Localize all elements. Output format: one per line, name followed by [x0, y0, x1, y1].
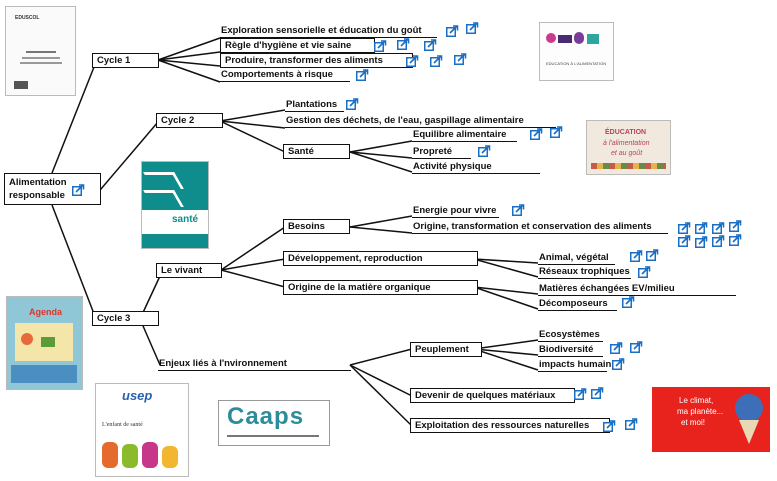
cycle3-enjeux-node: Enjeux liés à l'nvironnement: [158, 358, 351, 371]
external-link-icon[interactable]: [729, 234, 742, 246]
eduscol-label: EDUSCOL: [15, 15, 40, 21]
root-node: Alimentation responsable: [4, 173, 101, 205]
education-gout-line3: et au goût: [611, 150, 643, 157]
external-link-icon[interactable]: [622, 296, 635, 308]
external-link-icon[interactable]: [466, 22, 479, 34]
external-link-icon[interactable]: [638, 266, 651, 278]
sante-item-proprete: Propreté: [412, 146, 471, 159]
external-link-icon[interactable]: [530, 128, 543, 140]
origine-item-decomposeurs: Décomposeurs: [538, 298, 617, 311]
external-link-icon[interactable]: [729, 220, 742, 232]
root-label: Alimentation responsable: [9, 177, 67, 201]
education-gout-line1: ÉDUCATION: [605, 129, 647, 136]
external-link-icon[interactable]: [678, 222, 691, 234]
external-link-icon[interactable]: [646, 249, 659, 261]
eduscol-document-thumbnail[interactable]: EDUSCOL: [5, 6, 76, 96]
education-gout-thumbnail[interactable]: ÉDUCATION à l'alimentation et au goût: [586, 120, 671, 175]
external-link-icon[interactable]: [695, 222, 708, 234]
external-link-icon[interactable]: [430, 55, 443, 67]
peuplement-item-ecosystemes: Ecosystèmes: [538, 329, 603, 342]
external-link-icon[interactable]: [574, 388, 587, 400]
external-link-icon[interactable]: [424, 39, 437, 51]
sante-item-equilibre: Equilibre alimentaire: [412, 129, 517, 142]
cycle1-label: Cycle 1: [97, 55, 131, 66]
alimentation-doc-label: EDUCATION À L'ALIMENTATION: [546, 61, 607, 66]
cycle2-item-dechets: Gestion des déchets, de l'eau, gaspillag…: [285, 115, 556, 128]
external-link-icon[interactable]: [603, 420, 616, 432]
developpement-item-reseaux: Réseaux trophiques: [538, 266, 631, 279]
external-link-icon[interactable]: [346, 98, 359, 110]
caaps-label: Caaps: [227, 403, 305, 430]
external-link-icon[interactable]: [512, 204, 525, 216]
cycle3-node: Cycle 3: [92, 311, 159, 326]
besoins-item-energie: Energie pour vivre: [412, 205, 499, 218]
education-gout-line2: à l'alimentation: [603, 140, 650, 147]
cycle1-item-produire: Produire, transformer des aliments: [220, 53, 413, 68]
external-link-icon[interactable]: [630, 250, 643, 262]
cycle2-label: Cycle 2: [161, 115, 195, 126]
external-link-icon[interactable]: [712, 222, 725, 234]
sante-doc-label: santé: [172, 214, 199, 225]
external-link-icon[interactable]: [406, 55, 419, 67]
caaps-logo-thumbnail[interactable]: Caaps: [218, 400, 330, 446]
vivant-origine-node: Origine de la matière organique: [283, 280, 478, 295]
external-link-icon[interactable]: [72, 184, 85, 196]
cycle1-node: Cycle 1: [92, 53, 159, 68]
vivant-developpement-node: Développement, reproduction: [283, 251, 478, 266]
external-link-icon[interactable]: [397, 38, 410, 50]
cycle3-vivant-node: Le vivant: [156, 263, 222, 278]
external-link-icon[interactable]: [550, 126, 563, 138]
usep-label: usep: [122, 388, 153, 403]
besoins-item-origine: Origine, transformation et conservation …: [412, 221, 668, 234]
external-link-icon[interactable]: [630, 341, 643, 353]
alimentation-document-thumbnail[interactable]: EDUCATION À L'ALIMENTATION: [539, 22, 614, 81]
external-link-icon[interactable]: [678, 235, 691, 247]
vivant-besoins-node: Besoins: [283, 219, 350, 234]
agenda-thumbnail[interactable]: Agenda: [6, 296, 83, 390]
external-link-icon[interactable]: [446, 25, 459, 37]
cycle1-item-comportements: Comportements à risque: [220, 69, 350, 82]
sante-document-thumbnail[interactable]: santé: [141, 161, 209, 249]
sante-item-activite: Activité physique: [412, 161, 540, 174]
developpement-item-animal: Animal, végétal: [538, 252, 615, 265]
usep-document-thumbnail[interactable]: usep L'enfant de santé: [95, 383, 189, 477]
enjeux-peuplement-node: Peuplement: [410, 342, 482, 357]
peuplement-item-impacts: impacts humains: [538, 359, 617, 372]
external-link-icon[interactable]: [356, 69, 369, 81]
external-link-icon[interactable]: [625, 418, 638, 430]
cycle2-item-sante: Santé: [283, 144, 350, 159]
climat-thumbnail[interactable]: Le climat, ma planète... et moi!: [652, 387, 770, 452]
cycle1-item-exploration: Exploration sensorielle et éducation du …: [220, 25, 437, 38]
climat-line1: Le climat,: [679, 396, 714, 405]
agenda-label: Agenda: [29, 307, 63, 317]
cycle3-label: Cycle 3: [97, 313, 131, 324]
cycle1-item-hygiene: Règle d'hygiène et vie saine: [220, 38, 375, 53]
external-link-icon[interactable]: [374, 40, 387, 52]
peuplement-item-biodiversite: Biodiversité: [538, 344, 603, 357]
external-link-icon[interactable]: [695, 236, 708, 248]
external-link-icon[interactable]: [478, 145, 491, 157]
external-link-icon[interactable]: [712, 235, 725, 247]
climat-line3: et moi!: [681, 418, 706, 427]
cycle2-item-plantations: Plantations: [285, 99, 344, 112]
climat-line2: ma planète...: [677, 407, 724, 416]
enjeux-exploitation-node: Exploitation des ressources naturelles: [410, 418, 610, 433]
external-link-icon[interactable]: [612, 358, 625, 370]
cycle2-node: Cycle 2: [156, 113, 223, 128]
enjeux-devenir-node: Devenir de quelques matériaux: [410, 388, 575, 403]
external-link-icon[interactable]: [610, 342, 623, 354]
external-link-icon[interactable]: [454, 53, 467, 65]
origine-item-matieres: Matières échangées EV/milieu: [538, 283, 736, 296]
external-link-icon[interactable]: [591, 387, 604, 399]
usep-sub-label: L'enfant de santé: [102, 422, 143, 428]
